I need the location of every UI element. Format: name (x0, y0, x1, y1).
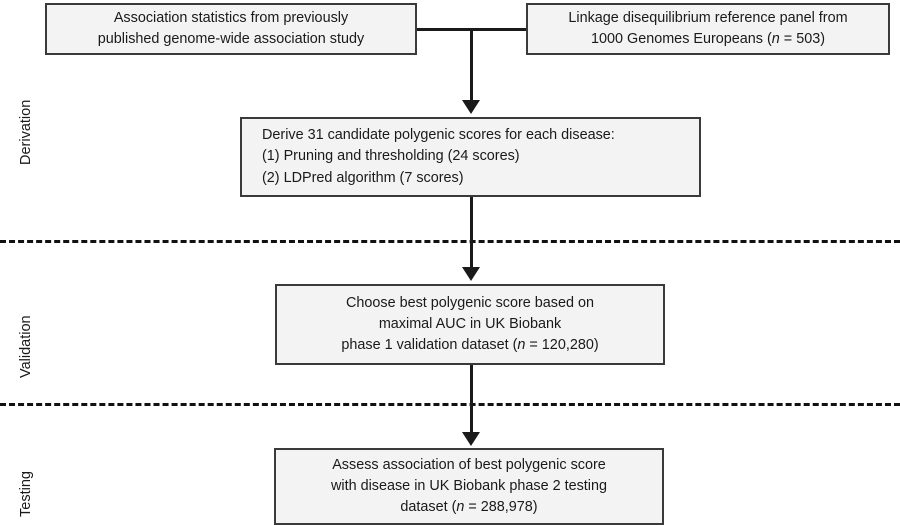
section-divider-derivation-validation (0, 240, 900, 243)
box-association-statistics-line1: Association statistics from previously (113, 9, 349, 26)
arrowhead-to-testing (462, 432, 480, 446)
box-derive-scores-line3: (2) LDPred algorithm (7 scores) (262, 169, 464, 186)
box-derive-scores-line2: (1) Pruning and thresholding (24 scores) (262, 148, 520, 165)
connector-vertical-to-validation (470, 197, 473, 269)
box-association-statistics: Association statistics from previously p… (45, 3, 417, 55)
stage-label-derivation: Derivation (18, 99, 34, 165)
box-derive-scores-line1: Derive 31 candidate polygenic scores for… (262, 127, 615, 144)
box-assess-association: Assess association of best polygenic sco… (274, 448, 664, 525)
box-choose-best-score: Choose best polygenic score based on max… (275, 284, 665, 365)
stage-label-validation: Validation (18, 315, 34, 378)
box-derive-scores: Derive 31 candidate polygenic scores for… (240, 117, 701, 197)
box-ld-reference-panel-line2: 1000 Genomes Europeans (n = 503) (528, 29, 888, 50)
assess-line3-suffix: = 288,978) (464, 499, 538, 516)
section-divider-validation-testing (0, 403, 900, 406)
choose-line3-suffix: = 120,280) (525, 337, 599, 354)
box-choose-best-score-line3: phase 1 validation dataset (n = 120,280) (277, 335, 663, 356)
connector-vertical-to-derive (470, 28, 473, 102)
box-assess-association-line3: dataset (n = 288,978) (276, 497, 662, 518)
ld-line2-prefix: 1000 Genomes Europeans ( (590, 31, 772, 47)
ld-line2-variable: n (771, 31, 780, 47)
arrowhead-to-validation (462, 267, 480, 281)
box-assess-association-line2: with disease in UK Biobank phase 2 testi… (331, 477, 607, 494)
box-choose-best-score-line2: maximal AUC in UK Biobank (378, 315, 562, 332)
box-choose-best-score-line1: Choose best polygenic score based on (346, 294, 594, 311)
stage-label-testing: Testing (18, 471, 34, 517)
choose-line3-prefix: phase 1 validation dataset ( (341, 337, 518, 354)
box-association-statistics-line2: published genome-wide association study (97, 31, 365, 47)
assess-line3-prefix: dataset ( (400, 499, 457, 516)
box-ld-reference-panel-line1: Linkage disequilibrium reference panel f… (568, 9, 848, 26)
connector-vertical-to-testing (470, 365, 473, 434)
arrowhead-to-derive (462, 100, 480, 114)
choose-line3-variable: n (517, 337, 526, 354)
box-assess-association-line1: Assess association of best polygenic sco… (332, 456, 606, 473)
assess-line3-variable: n (456, 499, 465, 516)
box-ld-reference-panel: Linkage disequilibrium reference panel f… (526, 3, 890, 55)
ld-line2-suffix: = 503) (779, 31, 825, 47)
